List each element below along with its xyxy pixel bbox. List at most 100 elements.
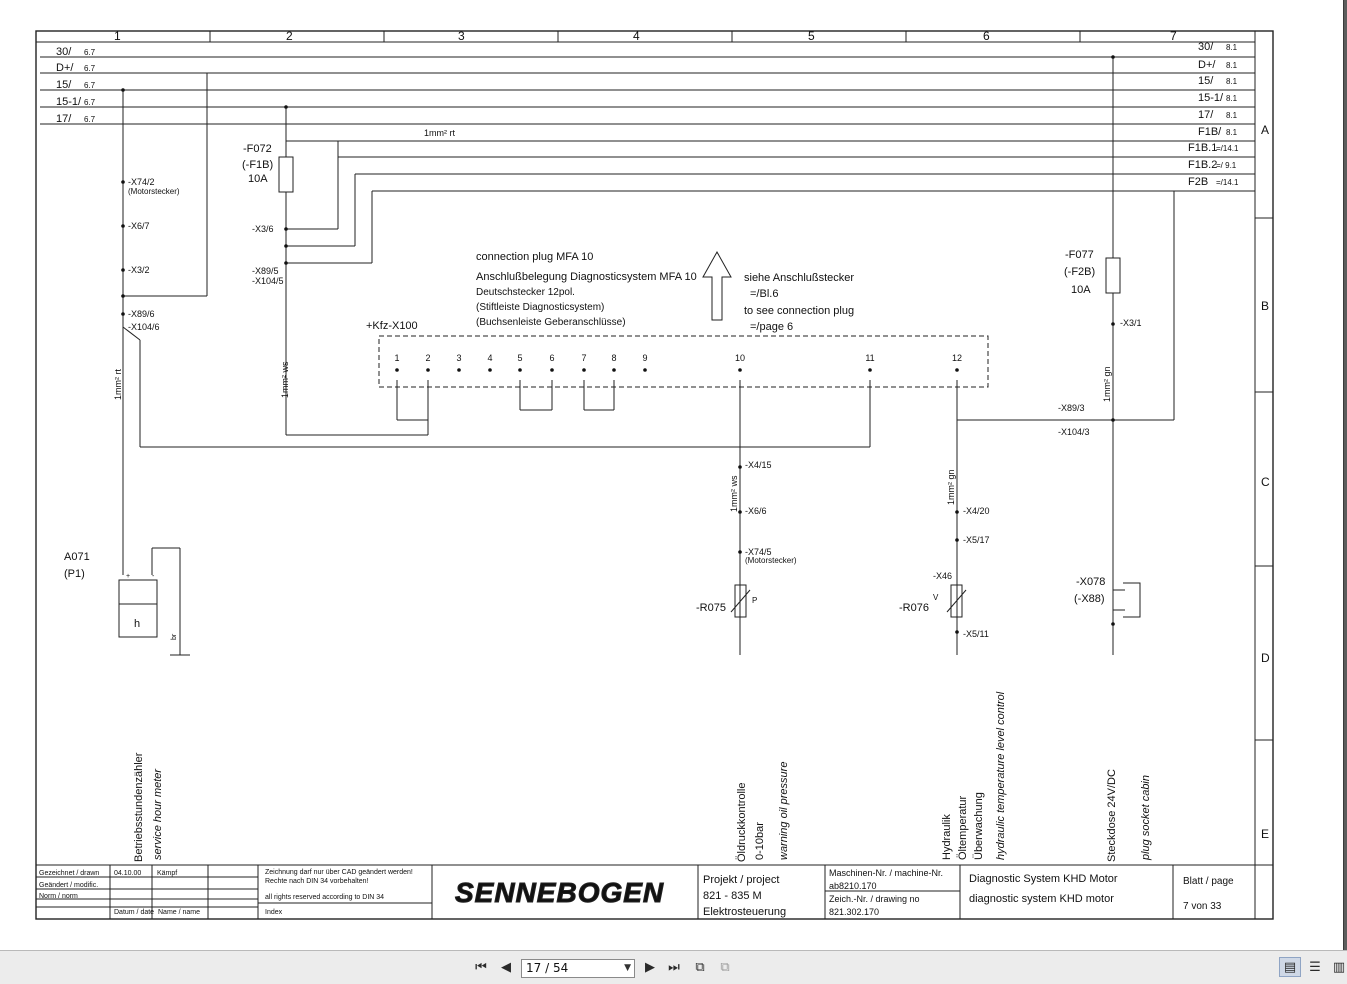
- connection-dot: [738, 550, 742, 554]
- right-signal-name: 15/: [1198, 75, 1214, 87]
- connection-dot: [955, 368, 959, 372]
- connection-dot: [121, 268, 125, 272]
- left-signal-name: 30/: [56, 46, 72, 58]
- wire-label: 1mm² gn: [946, 469, 956, 505]
- facing-view-icon[interactable]: ▥: [1332, 959, 1346, 975]
- connection-dot: [488, 368, 492, 372]
- connector-label: -X89/6: [128, 309, 155, 319]
- document-viewport: 1 2 3 4 5 6 7 A B C D E 30/ 6.7 D+/ 6.7 …: [0, 0, 1347, 950]
- continuous-view-icon[interactable]: ☰: [1309, 959, 1321, 975]
- connection-dot: [582, 368, 586, 372]
- notice-text: Zeichnung darf nur über CAD geändert wer…: [265, 869, 413, 876]
- right-signal-name: D+/: [1198, 59, 1216, 71]
- description-en: service hour meter: [152, 768, 164, 860]
- connector-label: -X5/11: [963, 629, 989, 639]
- connector-label: -X3/2: [128, 265, 150, 275]
- wire-color: br: [171, 633, 178, 640]
- description-de: Öltemperatur: [957, 795, 969, 860]
- connection-dot: [518, 368, 522, 372]
- left-signal-ref: 6.7: [84, 64, 96, 73]
- left-signal-name: D+/: [56, 62, 74, 74]
- pin-number: 8: [611, 353, 616, 363]
- connection-dot: [284, 105, 288, 109]
- col-number: 3: [458, 29, 465, 43]
- connector-title: connection plug MFA 10: [476, 251, 593, 263]
- connection-dot: [738, 510, 742, 514]
- chevron-down-icon: ▼: [624, 963, 631, 973]
- connection-dot: [550, 368, 554, 372]
- see-reference: =/page 6: [750, 321, 793, 333]
- last-page-icon[interactable]: ⏭: [668, 959, 680, 975]
- left-signal-ref: 6.7: [84, 48, 96, 57]
- connector-desc: (Buchsenleiste Geberanschlüsse): [476, 317, 626, 328]
- page-number-select[interactable]: 17 / 54 ▼: [521, 959, 635, 978]
- right-signal-ref: =/14.1: [1216, 144, 1239, 153]
- title-en: diagnostic system KHD motor: [969, 893, 1114, 905]
- modif-label: Geändert / modific.: [39, 882, 98, 889]
- previous-page-icon[interactable]: ◀: [501, 959, 511, 975]
- project-sub: Elektrosteuerung: [703, 906, 786, 918]
- col-number: 2: [286, 29, 293, 43]
- wire-label: 1mm² rt: [424, 128, 455, 138]
- pin-number: 5: [517, 353, 522, 363]
- connection-dot: [1111, 622, 1115, 626]
- connection-dot: [121, 312, 125, 316]
- see-reference: =/Bl.6: [750, 288, 778, 300]
- pin-number: 2: [425, 353, 430, 363]
- right-signal-name: 15-1/: [1198, 92, 1224, 104]
- connection-dot: [643, 368, 647, 372]
- machine-value: ab8210.170: [829, 881, 877, 891]
- connector-label: -X89/3: [1058, 403, 1085, 413]
- connection-dot: [284, 227, 288, 231]
- connection-dot: [1111, 418, 1115, 422]
- connection-dot: [868, 368, 872, 372]
- right-signal-ref: 8.1: [1226, 128, 1238, 137]
- row-letter: A: [1261, 123, 1269, 137]
- right-signal-ref: 8.1: [1226, 111, 1238, 120]
- wire-label: 1mm² ws: [280, 361, 290, 398]
- connector-note: (Motorstecker): [745, 556, 797, 565]
- right-signal-ref: 8.1: [1226, 61, 1238, 70]
- right-signal-name: 30/: [1198, 41, 1214, 53]
- left-signal-name: 15-1/: [56, 96, 82, 108]
- row-letter: D: [1261, 651, 1270, 665]
- electrical-schematic: 1 2 3 4 5 6 7 A B C D E 30/ 6.7 D+/ 6.7 …: [35, 29, 1274, 920]
- connection-dot: [457, 368, 461, 372]
- connection-dot: [395, 368, 399, 372]
- first-page-icon[interactable]: ⏮: [475, 959, 487, 975]
- drawn-label: Gezeichnet / drawn: [39, 870, 99, 877]
- notice-text: Rechte nach DIN 34 vorbehalten!: [265, 878, 369, 885]
- connector-subtitle: Anschlußbelegung Diagnosticsystem MFA 10: [476, 271, 697, 283]
- right-signal-ref: 8.1: [1226, 94, 1238, 103]
- left-signal-ref: 6.7: [84, 98, 96, 107]
- right-signal-ref: 8.1: [1226, 77, 1238, 86]
- connector-label: -X74/5: [745, 547, 772, 557]
- pdf-page: 1 2 3 4 5 6 7 A B C D E 30/ 6.7 D+/ 6.7 …: [0, 0, 1344, 950]
- component-alt: (P1): [64, 568, 85, 580]
- connection-dot: [738, 465, 742, 469]
- wire-label: 1mm² rt: [113, 369, 123, 400]
- pin-number: 7: [581, 353, 586, 363]
- col-number: 5: [808, 29, 815, 43]
- connection-dot: [955, 630, 959, 634]
- fuse-id: -F077: [1065, 249, 1094, 261]
- next-page-icon[interactable]: ▶: [645, 959, 655, 975]
- fuse-rating: 10A: [1071, 284, 1091, 296]
- go-back-view-icon[interactable]: ⧉: [695, 959, 705, 975]
- connection-dot: [612, 368, 616, 372]
- meter-glyph: h: [134, 618, 140, 630]
- left-signal-ref: 6.7: [84, 81, 96, 90]
- connection-dot: [121, 294, 125, 298]
- drawn-name: Kämpf: [157, 870, 177, 877]
- sensor-mark: P: [752, 596, 757, 605]
- project-value: 821 - 835 M: [703, 890, 762, 902]
- left-signal-name: 15/: [56, 79, 72, 91]
- single-page-view-icon[interactable]: ▤: [1279, 957, 1301, 977]
- pin-number: 12: [952, 353, 962, 363]
- fuse-id: -F072: [243, 143, 272, 155]
- connection-dot: [1111, 322, 1115, 326]
- connector-label: -X89/5: [252, 266, 279, 276]
- connection-dot: [284, 244, 288, 248]
- connector-label: -X104/5: [252, 276, 284, 286]
- go-forward-view-icon[interactable]: ⧉: [720, 959, 730, 975]
